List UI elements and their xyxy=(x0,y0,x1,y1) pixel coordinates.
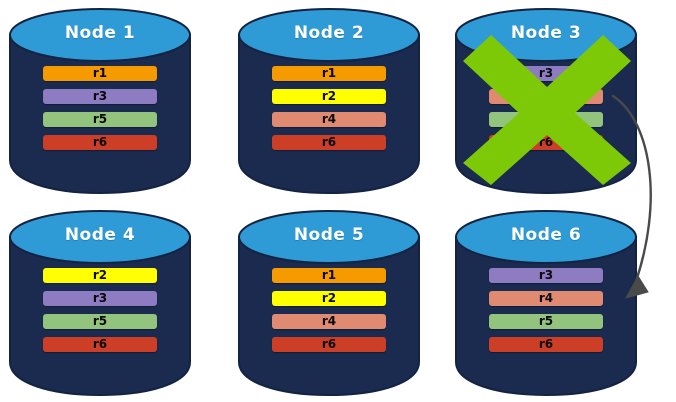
cylinder-top-ellipse xyxy=(238,8,420,62)
replica-bar-r6[interactable]: r6 xyxy=(272,135,386,150)
replica-bar-r3[interactable]: r3 xyxy=(489,66,603,81)
replica-stack: r1 r2 r4 r6 xyxy=(272,66,386,150)
cylinder-top-ellipse xyxy=(9,8,191,62)
replica-bar-r5[interactable]: r5 xyxy=(489,314,603,329)
replica-stack: r1 r3 r5 r6 xyxy=(43,66,157,150)
cylinder-top-ellipse xyxy=(455,210,637,264)
replica-bar-r3[interactable]: r3 xyxy=(43,89,157,104)
replica-stack: r2 r3 r5 r6 xyxy=(43,268,157,352)
replica-stack: r1 r2 r4 r6 xyxy=(272,268,386,352)
replica-bar-r4[interactable]: r4 xyxy=(489,291,603,306)
replica-bar-r3[interactable]: r3 xyxy=(489,268,603,283)
replica-bar-r5[interactable]: r5 xyxy=(43,112,157,127)
replica-bar-r4[interactable]: r4 xyxy=(272,112,386,127)
replica-bar-r2[interactable]: r2 xyxy=(272,89,386,104)
cylinder-top-ellipse xyxy=(238,210,420,264)
replica-bar-r6[interactable]: r6 xyxy=(43,337,157,352)
replica-bar-r6[interactable]: r6 xyxy=(489,337,603,352)
replica-bar-r5[interactable]: r5 xyxy=(43,314,157,329)
replica-bar-r5[interactable]: r5 xyxy=(489,112,603,127)
replica-bar-r1[interactable]: r1 xyxy=(272,66,386,81)
replica-bar-r6[interactable]: r6 xyxy=(272,337,386,352)
replica-bar-r4[interactable]: r4 xyxy=(489,89,603,104)
replica-bar-r3[interactable]: r3 xyxy=(43,291,157,306)
replica-bar-r6[interactable]: r6 xyxy=(489,135,603,150)
replica-stack: r3 r4 r5 r6 xyxy=(489,66,603,150)
replica-bar-r4[interactable]: r4 xyxy=(272,314,386,329)
cylinder-top-ellipse xyxy=(455,8,637,62)
cylinder-top-ellipse xyxy=(9,210,191,264)
replica-bar-r1[interactable]: r1 xyxy=(272,268,386,283)
replica-bar-r6[interactable]: r6 xyxy=(43,135,157,150)
replica-bar-r2[interactable]: r2 xyxy=(43,268,157,283)
replica-bar-r2[interactable]: r2 xyxy=(272,291,386,306)
replica-stack: r3 r4 r5 r6 xyxy=(489,268,603,352)
replica-bar-r1[interactable]: r1 xyxy=(43,66,157,81)
